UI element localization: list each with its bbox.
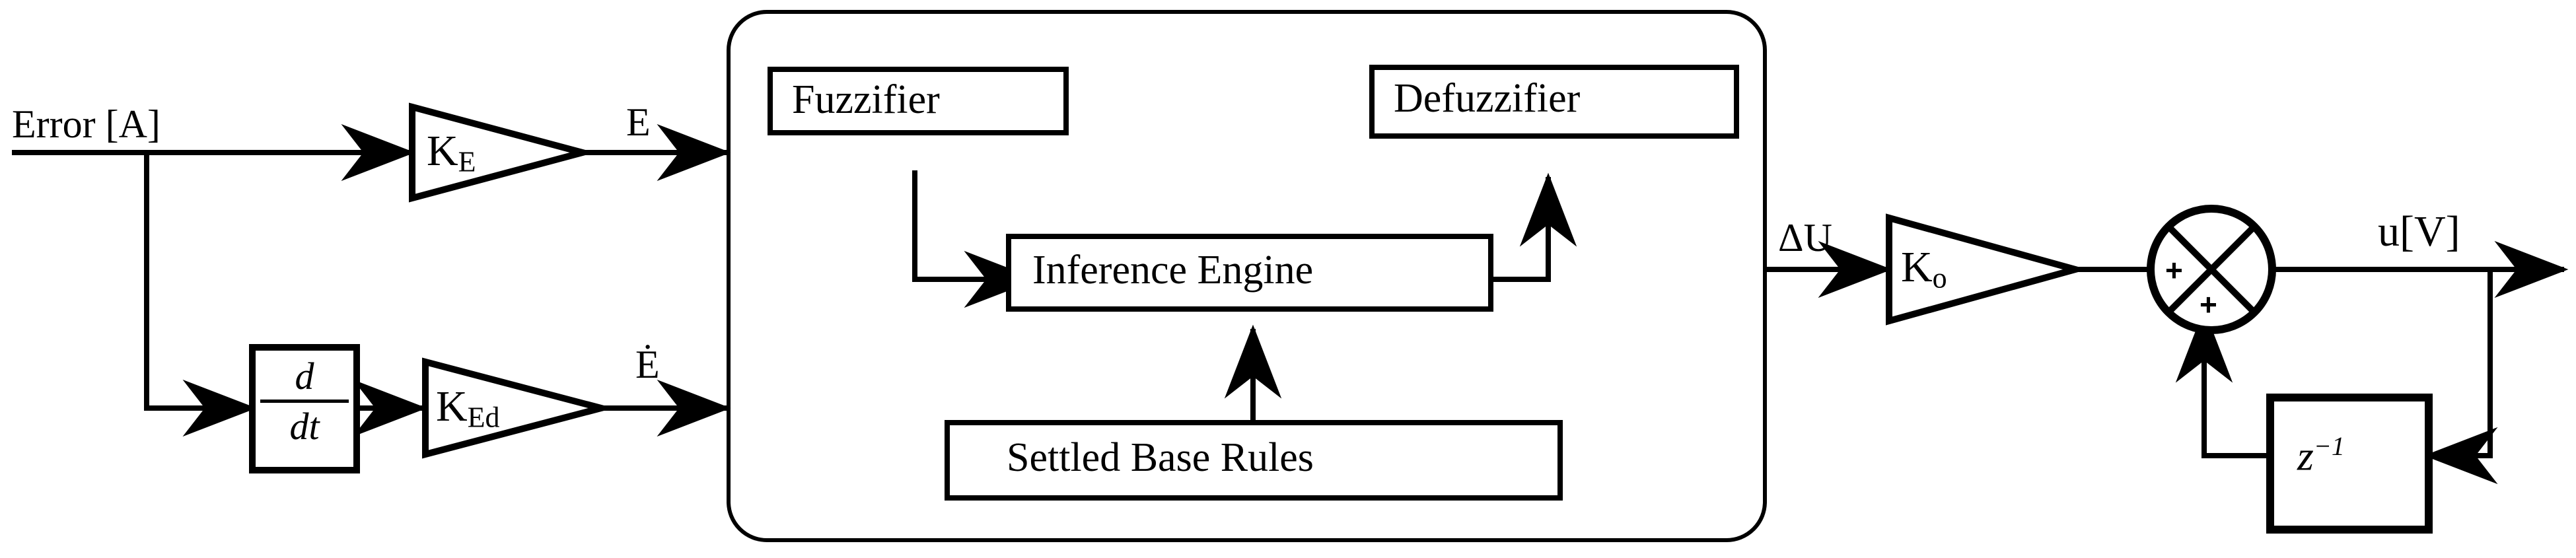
gain-output-label: Ko <box>1901 246 1947 293</box>
derivative-numerator: d <box>295 355 314 398</box>
inference-engine-block <box>1006 234 1493 312</box>
error-rate-signal-label: Ė <box>635 343 660 386</box>
input-signal-label: Error [A] <box>12 102 161 146</box>
sum-sign-bottom: + <box>2200 287 2217 322</box>
unit-delay-exponent: −1 <box>2313 431 2345 461</box>
rule-base-block <box>945 420 1563 501</box>
derivative-fraction: d dt <box>260 357 349 446</box>
unit-delay-base: z <box>2297 432 2314 479</box>
gain-output-subscript: o <box>1932 262 1947 295</box>
error-signal-label: E <box>626 100 651 144</box>
defuzzifier-block <box>1369 65 1739 139</box>
derivative-denominator: dt <box>289 405 320 448</box>
fuzzifier-label: Fuzzifier <box>792 77 940 122</box>
wire-delay-to-sum <box>2175 308 2270 458</box>
unit-delay-block <box>2266 394 2433 534</box>
fuzzy-controller-container <box>727 10 1767 542</box>
wire-inference-to-defuzzifier <box>1488 172 1577 282</box>
output-signal-label: u[V] <box>2378 207 2460 256</box>
wire-output-feedback-to-delay <box>2423 269 2498 485</box>
gain-output-base: K <box>1901 243 1933 291</box>
defuzzifier-label: Defuzzifier <box>1394 76 1581 121</box>
fuzzifier-block <box>768 67 1069 135</box>
gain-block-output <box>1886 213 2088 326</box>
gain-error-label: KE <box>427 129 476 177</box>
gain-error-subscript: E <box>458 145 476 178</box>
summing-junction <box>2147 205 2276 334</box>
rule-base-label: Settled Base Rules <box>1007 435 1314 480</box>
delta-u-signal-label: ΔU <box>1778 216 1832 260</box>
gain-error-rate-base: K <box>436 382 468 431</box>
wire-error-branch-to-derivative <box>144 153 257 437</box>
wire-fuzzifier-to-inference <box>912 170 1038 308</box>
sum-sign-left: + <box>2165 253 2183 287</box>
gain-error-rate-subscript: Ed <box>467 401 500 434</box>
derivative-block <box>249 344 360 473</box>
fraction-bar <box>260 400 349 403</box>
gain-error-base: K <box>427 127 458 175</box>
gain-block-error-rate <box>422 357 614 459</box>
inference-engine-label: Inference Engine <box>1032 248 1314 293</box>
unit-delay-label: z−1 <box>2297 433 2345 477</box>
gain-block-error <box>409 102 596 203</box>
gain-error-rate-label: KEd <box>436 385 500 433</box>
